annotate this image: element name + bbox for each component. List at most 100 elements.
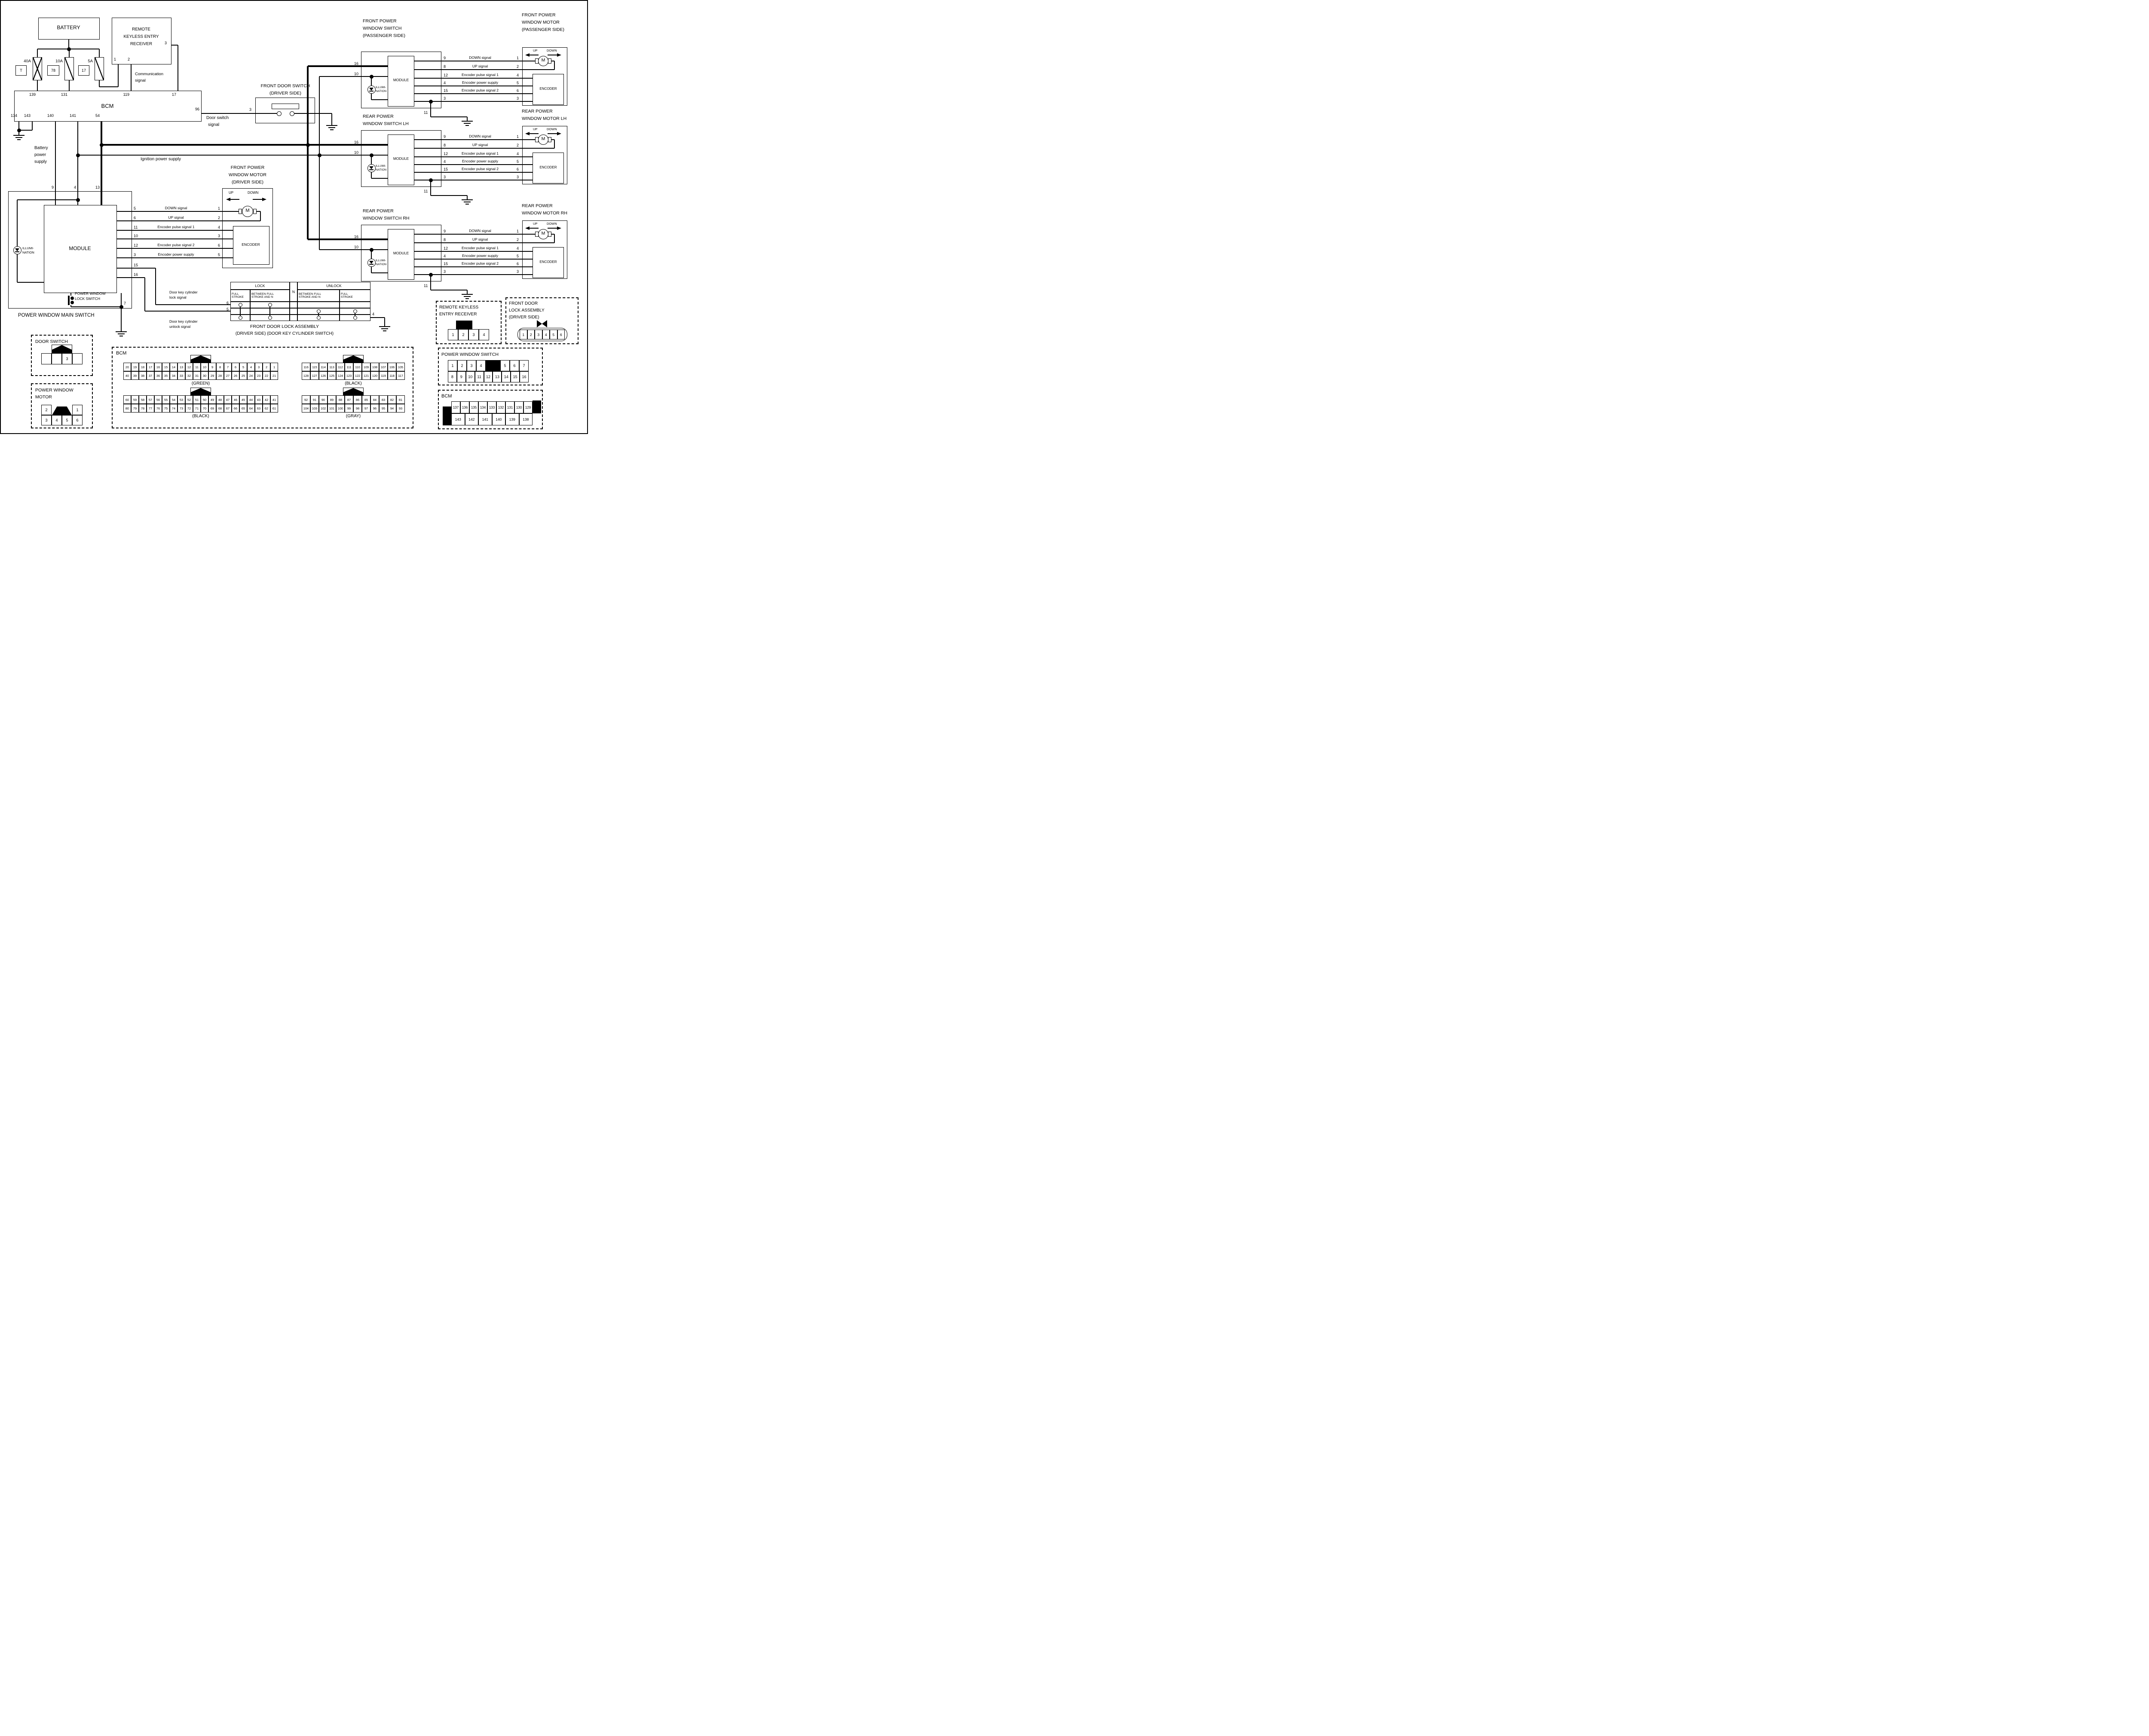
wire [17,200,18,246]
connector-cell: 35 [162,371,170,380]
connector-cell: 121 [362,371,370,380]
main-switch-module-box: MODULE [44,205,117,293]
connector-cell: 87 [345,395,353,404]
connector-cell: 29 [208,371,216,380]
arrow-right-icon [557,226,561,230]
ground-icon [464,123,471,124]
wire [171,45,178,46]
signal-label: Encoder pulse signal 2 [461,88,499,92]
wire [414,139,535,140]
ground-icon [465,204,469,205]
keyless-receiver-box: REMOTE KEYLESS ENTRY RECEIVER [112,18,171,64]
connector-cell: 28 [216,371,224,380]
connector-cell: 60 [123,395,131,404]
wire [414,101,533,102]
signal-label: Encoder power supply [462,159,499,163]
module-label: MODULE [393,78,409,82]
wire [70,293,71,296]
wire [78,155,388,156]
connector-cell: 43 [255,395,263,404]
motor-group-title: FRONT POWER [522,12,556,18]
connector-cell: 139 [505,413,519,425]
connector-cell: 47 [224,395,232,404]
connector-cell: 78 [139,404,147,413]
wire [101,122,102,205]
pin-number: 3 [134,253,136,257]
connector-cell: 91 [310,395,319,404]
wire [414,266,533,267]
fuse-tag: T [15,65,27,76]
connector-cell: 53 [178,395,185,404]
connector-cell: 123 [345,371,353,380]
lock-table-cell [297,302,340,308]
pw-lock-switch-label: LOCK SWITCH [75,296,101,301]
wire [68,40,69,49]
pin-number: 3 [516,175,519,179]
wire [414,251,533,252]
lock-table-title: FRONT DOOR LOCK ASSEMBLY [250,324,319,329]
led-diode-icon [369,264,373,265]
door-switch-signal-label: Door switch [206,116,229,120]
pin-number: 3 [444,269,446,274]
connector-cell: 67 [224,404,232,413]
pin-number: 6 [516,167,519,171]
connector-cell: 2 [458,329,468,340]
connector-cell: 24 [247,371,255,380]
encoder-box [533,247,564,278]
lock-table-contact [238,315,242,320]
connector-cell: 66 [232,404,239,413]
pin-number: 7 [124,301,126,306]
connector-cell: 25 [239,371,247,380]
pin-number: 5 [516,81,519,85]
down-label: DOWN [248,191,259,195]
connector-cell: 4 [247,363,255,371]
lock-table-contact [268,315,272,320]
pin-number: 5 [226,307,229,312]
connector-cell: 130 [514,401,523,413]
wire [414,274,533,275]
driver-encoder-box: ENCODER [233,226,269,265]
connector-cell: 6 [557,330,565,339]
ground-icon [462,294,473,295]
signal-label: DOWN signal [469,134,491,138]
led-diode-icon [15,248,19,251]
wire [117,257,233,258]
illumination-label: NATION [376,263,387,266]
wire [431,195,467,196]
connector-cell: 96 [370,404,379,413]
pin-number: 3 [444,175,446,179]
connector-cell [41,353,52,364]
connector-cell: 124 [336,371,345,380]
pin-number: 2 [516,64,519,69]
pin-number: 5 [134,206,136,211]
connector-cell: 135 [469,401,478,413]
lock-table-header: N [290,282,297,302]
wire [371,155,372,164]
wire [467,290,468,294]
wire [467,117,468,121]
signal-label: Encoder power supply [462,80,499,85]
connector-cell: 27 [224,371,232,380]
signal-label: Encoder power supply [462,254,499,258]
wire [371,99,388,100]
connector-cell: 30 [201,371,208,380]
encoder-label: ENCODER [539,165,557,169]
wire [371,267,372,273]
lock-signal-label: Door key cylinder [169,290,198,294]
wire [118,64,119,87]
pin-number: 3 [516,96,519,101]
connector-cell: 54 [170,395,178,404]
motor-icon [538,56,548,66]
encoder-label: ENCODER [539,87,557,91]
fuse-icon [64,57,74,80]
motor-m: M [245,208,250,213]
motor-icon [538,229,548,239]
front-door-switch-title: (DRIVER SIDE) [269,91,302,96]
wire [414,148,554,149]
driver-motor-title: WINDOW MOTOR [229,172,266,177]
connector-cell: 11 [474,371,484,382]
connector-cell: 68 [216,404,224,413]
connector-key [533,400,541,413]
connector-cell: 4 [479,329,489,340]
